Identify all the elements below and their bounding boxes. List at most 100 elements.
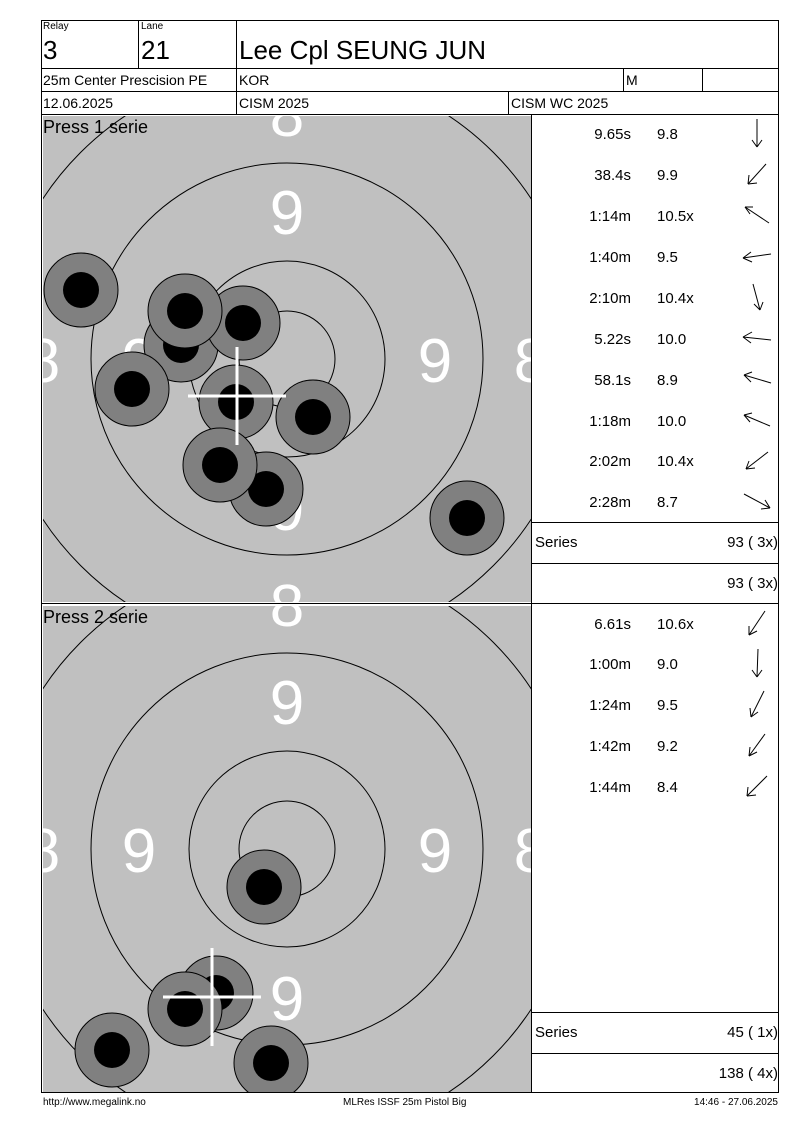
shot-row: 2:02m 10.4x <box>533 451 779 493</box>
shot-time: 58.1s <box>594 372 631 389</box>
scorecard-frame <box>41 20 779 1093</box>
shot-value: 10.5x <box>657 208 694 225</box>
divider <box>531 563 779 564</box>
shot-time: 2:10m <box>589 290 631 307</box>
series-total: 93 ( 3x) <box>727 534 778 551</box>
shot-row: 2:10m 10.4x <box>533 283 779 330</box>
shot-time: 1:24m <box>589 697 631 714</box>
shot-row: 9.65s 9.8 <box>533 119 779 166</box>
shot-time: 1:40m <box>589 249 631 266</box>
shot-value: 10.4x <box>657 290 694 307</box>
shot-time: 1:14m <box>589 208 631 225</box>
shot-hole <box>182 427 258 503</box>
divider <box>623 68 624 91</box>
shot-value: 8.9 <box>657 372 678 389</box>
divider <box>508 91 509 114</box>
shot-value: 8.7 <box>657 494 678 511</box>
gender: M <box>626 72 638 88</box>
shot-value: 9.5 <box>657 697 678 714</box>
nation: KOR <box>239 72 270 88</box>
shot-row: 1:18m 10.0 <box>533 412 779 453</box>
series-label: Series <box>535 534 578 551</box>
series-label: Series <box>535 1024 578 1041</box>
shot-row: 1:14m 10.5x <box>533 206 779 248</box>
shot-time: 6.61s <box>594 616 631 633</box>
arrow-down-left-icon <box>745 451 769 470</box>
shot-row: 1:42m 9.2 <box>533 733 779 778</box>
divider <box>531 522 779 523</box>
arrow-down-left-icon <box>747 163 767 185</box>
ring-number: 9 <box>418 327 452 396</box>
ring-number: 8 <box>43 327 60 396</box>
shot-hole <box>233 1025 309 1092</box>
arrow-up-left-icon <box>743 412 771 427</box>
divider <box>702 68 703 91</box>
shot-hole <box>275 379 351 455</box>
championship: CISM WC 2025 <box>511 95 609 111</box>
divider <box>41 68 779 69</box>
shot-time: 1:44m <box>589 779 631 796</box>
arrow-down-left-icon <box>749 690 765 718</box>
target-ring <box>188 750 386 948</box>
arrow-down-icon <box>751 648 763 678</box>
competition: CISM 2025 <box>239 95 310 111</box>
target-serie-2: 9 9 9 9 8 8 8 <box>43 606 531 1092</box>
shot-value: 9.8 <box>657 126 678 143</box>
shot-time: 2:02m <box>589 453 631 470</box>
shot-time: 1:18m <box>589 413 631 430</box>
shot-row: 6.61s 10.6x <box>533 610 779 656</box>
shot-row: 5.22s 10.0 <box>533 331 779 371</box>
lane-label: Lane <box>141 21 164 32</box>
footer-url[interactable]: http://www.megalink.no <box>43 1097 146 1108</box>
ring-number: 8 <box>270 573 304 602</box>
shot-value: 9.0 <box>657 656 678 673</box>
arrow-down-left-icon <box>748 610 766 636</box>
date: 12.06.2025 <box>43 95 114 111</box>
shot-hole <box>94 351 170 427</box>
ring-number: 8 <box>270 606 304 640</box>
shot-value: 9.2 <box>657 738 678 755</box>
serie-2-title: Press 2 serie <box>43 607 149 627</box>
arrow-down-left-icon <box>746 775 768 797</box>
running-total: 138 ( 4x) <box>718 1065 778 1082</box>
arrow-left-icon <box>742 251 772 263</box>
shot-value: 10.4x <box>657 453 694 470</box>
shot-time: 2:28m <box>589 494 631 511</box>
shot-value: 10.6x <box>657 616 694 633</box>
shot-value: 9.5 <box>657 249 678 266</box>
shot-value: 10.0 <box>657 331 687 348</box>
ring-number: 8 <box>270 116 304 150</box>
ring-number: 8 <box>514 327 531 396</box>
divider <box>41 114 779 115</box>
shot-hole <box>74 1012 150 1088</box>
arrow-up-left-icon <box>743 371 772 384</box>
shot-value: 8.4 <box>657 779 678 796</box>
shot-time: 9.65s <box>594 126 631 143</box>
serie-1-title: Press 1 serie <box>43 117 149 137</box>
shot-hole <box>43 252 119 328</box>
mean-point-cross <box>188 347 286 445</box>
shot-time: 38.4s <box>594 167 631 184</box>
footer-software: MLRes ISSF 25m Pistol Big <box>343 1097 467 1108</box>
shot-time: 5.22s <box>594 331 631 348</box>
shooter-name: Lee Cpl SEUNG JUN <box>239 35 487 65</box>
arrow-left-icon <box>742 331 772 344</box>
shot-hole <box>205 285 281 361</box>
shot-time: 1:42m <box>589 738 631 755</box>
shot-hole <box>147 273 223 349</box>
divider <box>41 91 779 92</box>
target-serie-1: 9 9 9 9 8 8 8 8 <box>43 116 531 602</box>
shot-row: 38.4s 9.9 <box>533 163 779 207</box>
divider <box>41 603 779 604</box>
target-ring <box>90 162 484 556</box>
relay-label: Relay <box>43 21 69 32</box>
shot-row: 1:40m 9.5 <box>533 249 779 289</box>
lane-value: 21 <box>141 35 170 65</box>
ring-number: 8 <box>43 817 60 886</box>
event-name: 25m Center Prescision PE <box>43 72 208 88</box>
shot-row: 1:44m 8.4 <box>533 775 779 819</box>
arrow-up-left-icon <box>744 206 770 224</box>
mean-point-cross <box>163 948 261 1046</box>
divider <box>138 20 139 68</box>
ring-number: 9 <box>270 179 304 248</box>
